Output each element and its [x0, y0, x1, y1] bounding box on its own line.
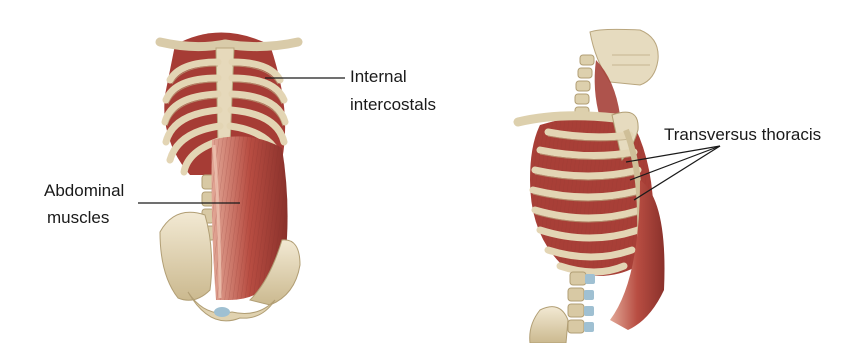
- abdominal-muscles-label-line2: muscles: [47, 207, 109, 229]
- transversus-thoracis-label: Transversus thoracis: [664, 124, 821, 146]
- left-pelvis: [160, 212, 212, 300]
- left-clavicle-r: [160, 42, 225, 47]
- right-torso-figure: [518, 29, 665, 343]
- right-lumbar-spine: [568, 272, 586, 333]
- right-cervical-spine: [575, 55, 594, 117]
- abdominal-muscles-label-line1: Abdominal: [44, 180, 124, 202]
- internal-intercostals-label-line2: intercostals: [350, 94, 436, 116]
- internal-intercostals-label-line1: Internal: [350, 66, 407, 88]
- left-torso-figure: [160, 33, 300, 321]
- left-clavicle-l: [225, 42, 298, 47]
